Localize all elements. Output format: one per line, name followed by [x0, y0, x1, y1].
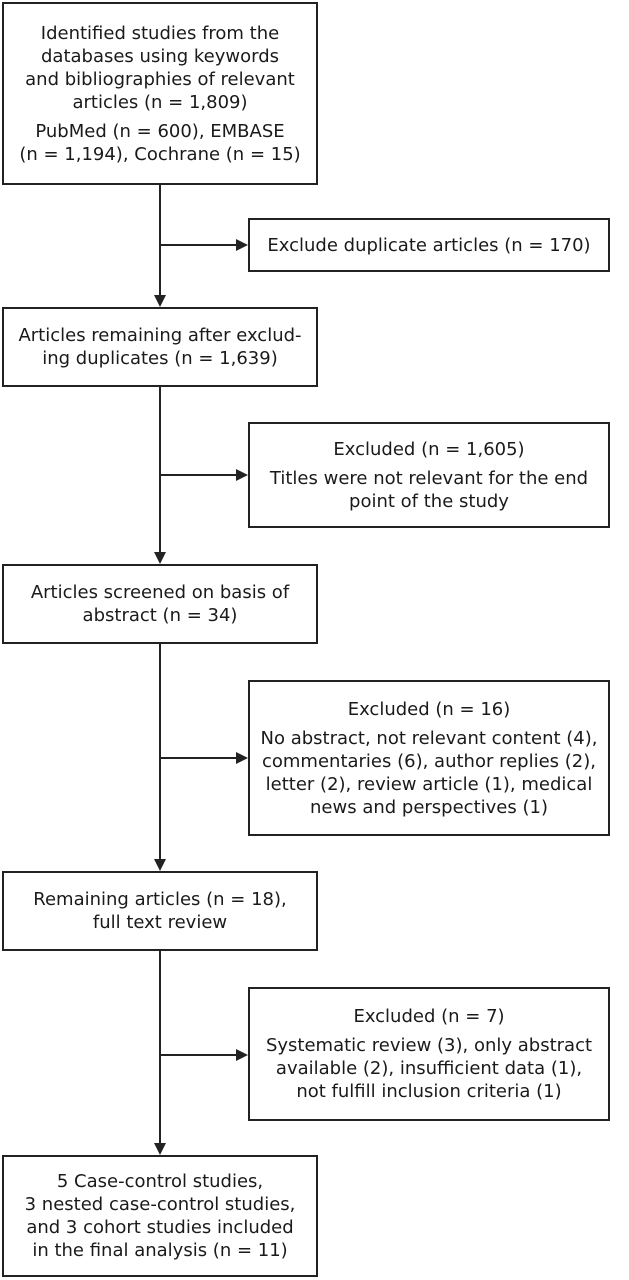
final-line-4: in the final analysis (n = 11)	[32, 1240, 288, 1261]
exclude-duplicates-text: Exclude duplicate articles (n = 170)	[267, 234, 591, 256]
excluded-abstract-line-4: news and perspectives (1)	[310, 796, 548, 818]
excluded-titles-heading: Excluded (n = 1,605)	[333, 438, 525, 460]
excluded-abstract-heading: Excluded (n = 16)	[347, 698, 511, 720]
full-text-line-1: Remaining articles (n = 18),	[33, 889, 287, 910]
excluded-titles-line-2: point of the study	[349, 490, 509, 512]
final-line-3: and 3 cohort studies included	[26, 1217, 294, 1238]
screened-line-2: abstract (n = 34)	[82, 605, 238, 626]
remaining-after-duplicates-box: Articles remaining after exclud- ing dup…	[2, 307, 318, 387]
excluded-abstract-line-2: commentaries (6), author replies (2),	[261, 750, 596, 772]
excluded-full-text-heading: Excluded (n = 7)	[353, 1006, 505, 1027]
excluded-titles-line-1: Titles were not relevant for the end	[269, 467, 589, 489]
exclude-duplicates-box: Exclude duplicate articles (n = 170)	[248, 218, 610, 272]
excluded-full-text-line-3: not fulfill inclusion criteria (1)	[296, 1081, 562, 1102]
remaining-line-2: ing duplicates (n = 1,639)	[42, 348, 278, 369]
excluded-full-text-line-2: available (2), insufficient data (1),	[275, 1058, 583, 1079]
excluded-abstract-line-3: letter (2), review article (1), medical	[265, 773, 593, 795]
final-analysis-box: 5 Case-control studies, 3 nested case-co…	[2, 1155, 318, 1277]
excluded-abstract-box: Excluded (n = 16) No abstract, not relev…	[248, 680, 610, 836]
screened-line-1: Articles screened on basis of	[30, 582, 290, 603]
full-text-review-box: Remaining articles (n = 18), full text r…	[2, 871, 318, 951]
identified-sources-line-1: PubMed (n = 600), EMBASE	[35, 120, 285, 142]
excluded-abstract-line-1: No abstract, not relevant content (4),	[260, 727, 598, 749]
identified-line-3: and bibliographies of relevant	[25, 68, 295, 90]
final-line-2: 3 nested case-control studies,	[24, 1194, 296, 1215]
screened-abstract-box: Articles screened on basis of abstract (…	[2, 564, 318, 644]
excluded-full-text-box: Excluded (n = 7) Systematic review (3), …	[248, 987, 610, 1121]
remaining-line-1: Articles remaining after exclud-	[18, 325, 302, 346]
identified-studies-box: Identified studies from the databases us…	[2, 2, 318, 185]
excluded-titles-box: Excluded (n = 1,605) Titles were not rel…	[248, 422, 610, 528]
full-text-line-2: full text review	[92, 912, 228, 933]
excluded-full-text-line-1: Systematic review (3), only abstract	[265, 1035, 593, 1056]
identified-line-1: Identified studies from the	[40, 22, 280, 44]
identified-line-4: articles (n = 1,809)	[72, 91, 248, 113]
final-line-1: 5 Case-control studies,	[56, 1171, 264, 1192]
identified-sources-line-2: (n = 1,194), Cochrane (n = 15)	[19, 143, 301, 165]
identified-line-2: databases using keywords	[40, 45, 280, 67]
